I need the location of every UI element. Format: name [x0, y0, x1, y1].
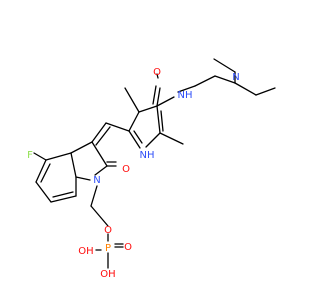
- atom-label-oh-left: OH: [78, 246, 93, 257]
- atom-label-o-amide: O: [153, 67, 161, 78]
- atom-label-n-oxindole: N: [93, 175, 100, 186]
- atom-label-phosphorus: P: [105, 243, 111, 254]
- atom-label-nh-pyrrole: NH: [140, 150, 155, 161]
- atom-label-oh-bottom: OH: [100, 269, 115, 280]
- atom-labels: O NH N F NH O N O P O OH OH: [27, 67, 240, 280]
- atom-label-o-ester: O: [104, 225, 112, 236]
- atom-label-fluorine: F: [27, 150, 33, 161]
- atom-label-o-phosphoryl: O: [124, 242, 132, 253]
- bonds: [33, 58, 276, 269]
- atom-label-o-oxindole: O: [122, 164, 130, 175]
- atom-label-nh-amide: NH: [178, 90, 193, 101]
- atom-label-n-amine: N: [232, 72, 239, 83]
- molecule-structure: O NH N F NH O N O P O OH OH: [27, 58, 276, 280]
